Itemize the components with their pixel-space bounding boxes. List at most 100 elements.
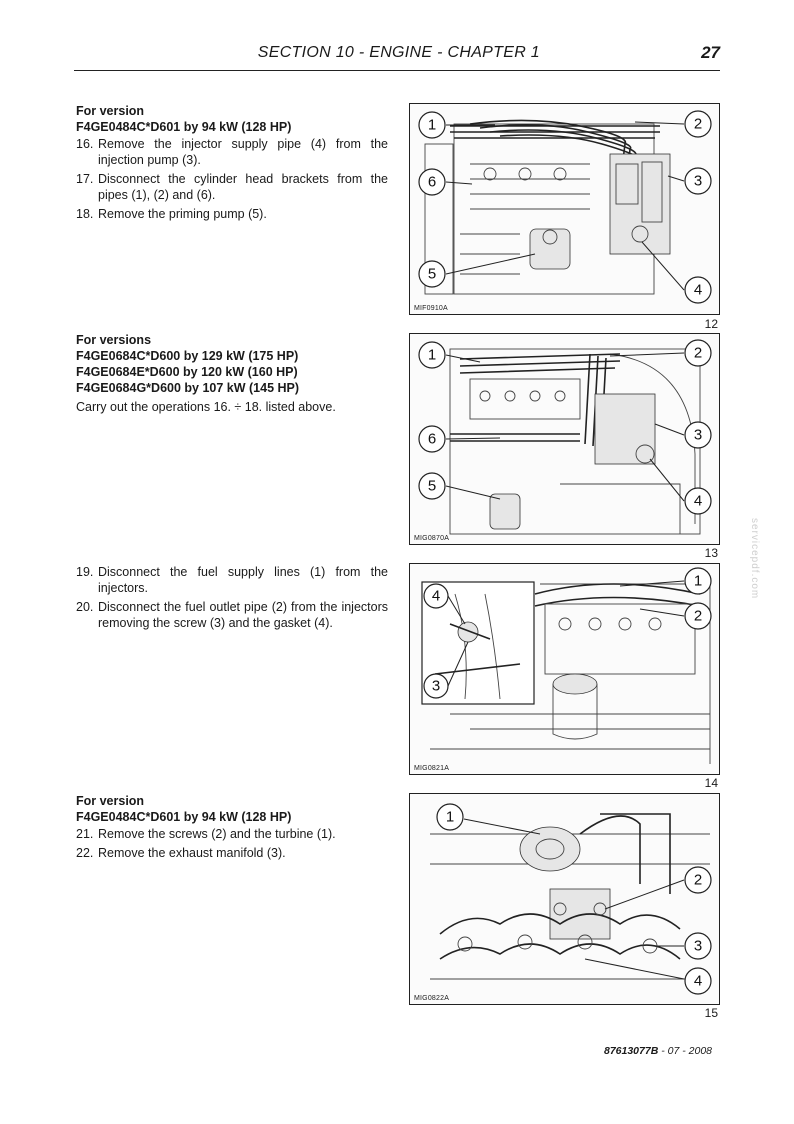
step-list: 16. Remove the injector supply pipe (4) f… [76, 136, 388, 222]
callout-4: 4 [684, 967, 712, 995]
figure-number: 12 [704, 317, 718, 331]
figure-code: MIG0822A [414, 995, 450, 1002]
header-rule [74, 70, 720, 71]
callout-label: 3 [432, 678, 440, 695]
step-item: 20. Disconnect the fuel outlet pipe (2) f… [76, 599, 388, 631]
callout-3: 3 [684, 932, 712, 960]
figure-number: 13 [704, 546, 718, 560]
step-list: 21. Remove the screws (2) and the turbine… [76, 826, 388, 861]
turbine-exhaust-manifold-drawing: 1 2 3 4 [430, 803, 712, 995]
step-item: 16. Remove the injector supply pipe (4) f… [76, 136, 388, 168]
callout-2: 2 [684, 866, 712, 894]
step-text: Remove the injector supply pipe (4) from… [98, 137, 388, 167]
callout-label: 2 [694, 345, 702, 362]
callout-label: 1 [694, 573, 702, 590]
figure-15-illustration: 1 2 3 4 MIG0822A [409, 793, 720, 1005]
callout-4: 4 [684, 487, 712, 515]
callout-label: 4 [694, 282, 702, 299]
callout-1: 1 [418, 111, 446, 139]
figure-13-illustration: 1 2 6 3 5 4 MIG0870A [409, 333, 720, 545]
section-title: SECTION 10 - ENGINE - CHAPTER 1 [257, 44, 540, 61]
callout-label: 3 [694, 173, 702, 190]
injector-outlet-pipe-drawing: 1 4 2 3 [421, 567, 712, 764]
callout-6: 6 [418, 168, 446, 196]
step-number: 19. [76, 565, 94, 579]
callout-label: 6 [428, 174, 436, 191]
callout-5: 5 [418, 260, 446, 288]
callout-4: 4 [423, 583, 449, 609]
callout-2: 2 [684, 339, 712, 367]
callout-label: 1 [428, 347, 436, 364]
section-2: For versions F4GE0684C*D600 by 129 kW (1… [76, 332, 388, 415]
section-heading-line: For versions [76, 333, 152, 347]
section-note: Carry out the operations 16. ÷ 18. liste… [76, 400, 336, 414]
section-heading-line: For version [76, 104, 145, 118]
figure-number: 14 [704, 776, 718, 790]
engine-fuel-pipes-drawing: 1 2 6 3 5 4 [418, 339, 712, 535]
step-item: 22. Remove the exhaust manifold (3). [76, 845, 388, 861]
section-heading-line: F4GE0684G*D600 by 107 kW (145 HP) [76, 381, 300, 395]
figure-code: MIG0870A [414, 535, 450, 542]
step-list: 19. Disconnect the fuel supply lines (1) … [76, 564, 388, 631]
page-footer: 87613077B - 07 - 2008 [604, 1045, 712, 1057]
step-number: 17. [76, 172, 94, 186]
step-text: Disconnect the cylinder head brackets fr… [98, 172, 388, 202]
section-4: For version F4GE0484C*D601 by 94 kW (128… [76, 793, 388, 864]
document-code: 87613077B [603, 1045, 659, 1057]
callout-3: 3 [684, 167, 712, 195]
step-number: 18. [76, 207, 94, 221]
engine-injection-pump-drawing: 1 2 6 3 5 4 [418, 110, 712, 304]
callout-label: 1 [428, 117, 436, 134]
callout-label: 2 [694, 872, 702, 889]
callout-label: 3 [694, 427, 702, 444]
document-date: - 07 - 2008 [658, 1045, 712, 1057]
step-number: 16. [76, 137, 94, 151]
callout-1: 1 [436, 803, 464, 831]
figure-14-illustration: 1 4 2 3 MIG0821A [409, 563, 720, 775]
step-text: Remove the exhaust manifold (3). [98, 846, 286, 860]
step-number: 22. [76, 846, 94, 860]
callout-label: 5 [428, 478, 436, 495]
callout-label: 4 [432, 588, 440, 605]
step-item: 21. Remove the screws (2) and the turbine… [76, 826, 388, 842]
callout-label: 1 [446, 809, 454, 826]
section-heading-line: F4GE0684E*D600 by 120 kW (160 HP) [76, 365, 298, 379]
step-item: 18. Remove the priming pump (5). [76, 206, 388, 222]
section-heading-line: F4GE0484C*D601 by 94 kW (128 HP) [76, 120, 292, 134]
section-3: 19. Disconnect the fuel supply lines (1) … [76, 563, 388, 634]
figure-code: MIF0910A [414, 305, 448, 312]
callout-1: 1 [684, 567, 712, 595]
step-text: Disconnect the fuel outlet pipe (2) from… [98, 600, 388, 630]
section-heading-line: For version [76, 794, 145, 808]
section-heading-line: F4GE0484C*D601 by 94 kW (128 HP) [76, 810, 292, 824]
figure-code: MIG0821A [414, 765, 450, 772]
callout-label: 4 [694, 973, 702, 990]
callout-label: 3 [694, 938, 702, 955]
callout-3: 3 [423, 673, 449, 699]
section-heading-line: F4GE0684C*D600 by 129 kW (175 HP) [76, 349, 299, 363]
step-text: Remove the priming pump (5). [98, 207, 267, 221]
figure-number: 15 [704, 1006, 718, 1020]
callout-6: 6 [418, 425, 446, 453]
callout-label: 6 [428, 431, 436, 448]
page-number: 27 [701, 43, 720, 62]
figure-12-illustration: 1 2 6 3 5 4 MIF0910A [409, 103, 720, 315]
step-text: Remove the screws (2) and the turbine (1… [98, 827, 336, 841]
callout-label: 4 [694, 493, 702, 510]
step-text: Disconnect the fuel supply lines (1) fro… [98, 565, 388, 595]
watermark-right: servicepdf.com [749, 518, 760, 600]
section-1: For version F4GE0484C*D601 by 94 kW (128… [76, 103, 388, 225]
callout-2: 2 [684, 602, 712, 630]
callout-5: 5 [418, 472, 446, 500]
callout-4: 4 [684, 276, 712, 304]
callout-2: 2 [684, 110, 712, 138]
callout-3: 3 [684, 421, 712, 449]
step-number: 20. [76, 600, 94, 614]
step-item: 19. Disconnect the fuel supply lines (1) … [76, 564, 388, 596]
callout-label: 5 [428, 266, 436, 283]
step-number: 21. [76, 827, 94, 841]
page-header: SECTION 10 - ENGINE - CHAPTER 1 27 [74, 43, 720, 71]
callout-label: 2 [694, 116, 702, 133]
callout-label: 2 [694, 608, 702, 625]
step-item: 17. Disconnect the cylinder head brackets… [76, 171, 388, 203]
